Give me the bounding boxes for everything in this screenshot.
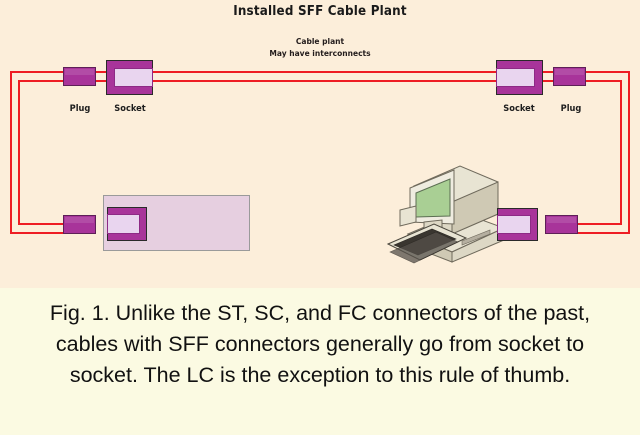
computer-illustration	[386, 148, 516, 270]
connector-plug-top-left	[63, 67, 96, 86]
cable-segment-bottom-left-outer	[10, 232, 63, 234]
cable-plant-diagram: Installed SFF Cable Plant Cable plant Ma…	[0, 0, 640, 288]
cable-segment-right-vertical-inner	[620, 80, 622, 225]
socket-opening	[497, 215, 531, 234]
socket-opening	[107, 214, 140, 234]
label-plug-top-left: Plug	[69, 104, 91, 114]
cable-segment-bottom-right-inner	[578, 223, 622, 225]
cable-segment-center-lower	[152, 80, 496, 82]
label-socket-top-left: Socket	[114, 104, 146, 114]
connector-plug-bottom-right	[545, 215, 578, 234]
cable-segment-plug-to-socket-left-b	[95, 80, 107, 82]
cable-segment-left-vertical-inner	[18, 80, 20, 225]
connector-plug-top-right	[553, 67, 586, 86]
cable-segment-top-left-outer	[10, 71, 65, 73]
cable-segment-left-vertical-outer	[10, 71, 12, 234]
cable-segment-plug-to-socket-left-a	[95, 71, 107, 73]
cable-segment-bottom-left-inner	[18, 223, 63, 225]
connector-socket-top-right	[496, 60, 543, 95]
cable-segment-top-right-inner	[584, 80, 622, 82]
cable-segment-bottom-right-outer	[578, 232, 630, 234]
cable-plant-note-line2: May have interconnects	[269, 49, 371, 58]
label-socket-top-right: Socket	[503, 104, 535, 114]
figure-caption: Fig. 1. Unlike the ST, SC, and FC connec…	[0, 288, 640, 435]
connector-socket-top-left	[106, 60, 153, 95]
label-plug-top-right: Plug	[560, 104, 582, 114]
cable-segment-socket-to-plug-right-a	[542, 71, 554, 73]
cable-segment-socket-to-plug-right-b	[542, 80, 554, 82]
diagram-title: Installed SFF Cable Plant	[233, 4, 407, 19]
connector-socket-device	[107, 207, 147, 241]
cable-segment-right-vertical-outer	[628, 71, 630, 234]
cable-plant-note: Cable plant May have interconnects	[19, 36, 621, 60]
cable-segment-top-left-inner	[18, 80, 65, 82]
cable-segment-top-right-outer	[584, 71, 630, 73]
connector-plug-bottom-left	[63, 215, 96, 234]
socket-opening	[114, 67, 153, 88]
desktop-computer-icon	[386, 165, 506, 264]
connector-socket-computer	[497, 208, 538, 241]
cable-plant-note-line1: Cable plant	[295, 37, 345, 46]
cable-segment-center-upper	[152, 71, 496, 73]
socket-opening	[496, 67, 535, 88]
